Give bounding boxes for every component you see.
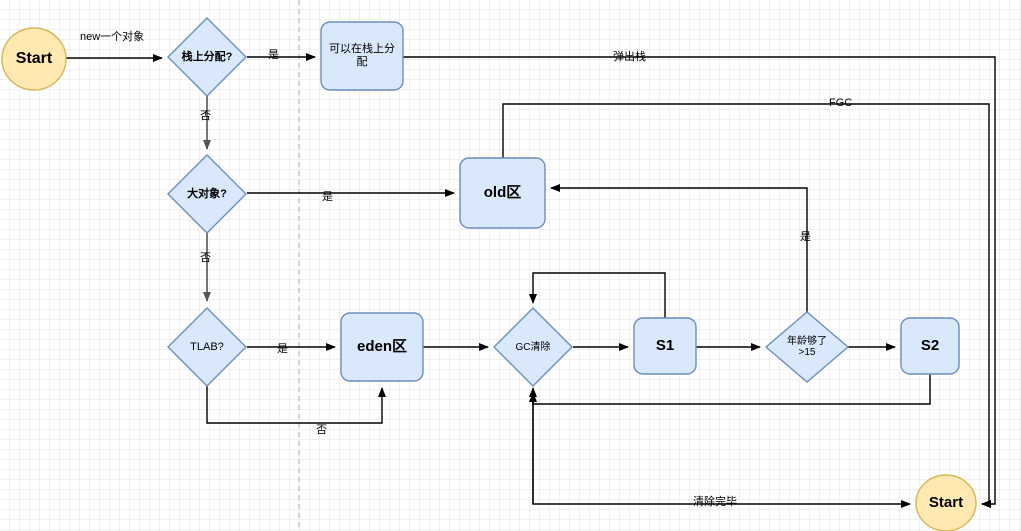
node-tlab-shape[interactable]	[167, 307, 247, 387]
edge-agecheck-yes	[550, 184, 808, 312]
node-s1-shape[interactable]	[633, 317, 697, 375]
node-start-left-shape[interactable]	[1, 27, 67, 91]
edge-label-new-object: new一个对象	[80, 31, 145, 43]
edge-fgc	[502, 103, 991, 508]
node-eden-area-shape[interactable]	[340, 312, 424, 382]
edge-s2-back-to-gc	[529, 374, 931, 405]
node-can-stack-shape[interactable]	[320, 21, 404, 91]
node-age-check-shape[interactable]	[764, 311, 850, 383]
node-old-area-shape[interactable]	[459, 157, 546, 229]
node-big-object-shape[interactable]	[167, 154, 247, 234]
edge-label-tlab-no: 否	[316, 424, 327, 436]
edge-s1-back-to-gc	[529, 272, 666, 318]
edge-label-stack-yes: 是	[268, 49, 279, 61]
node-start-right-shape[interactable]	[915, 474, 977, 531]
edge-label-age-yes: 是	[800, 231, 811, 243]
node-stack-alloc-shape[interactable]	[167, 17, 247, 97]
edge-label-stack-no: 否	[200, 110, 211, 122]
node-s2-shape[interactable]	[900, 317, 960, 375]
edge-label-bigobject-no: 否	[200, 252, 211, 264]
edge-label-fgc: FGC	[829, 97, 853, 109]
edge-label-tlab-yes: 是	[277, 343, 288, 355]
edge-clean-done	[532, 393, 911, 508]
edge-label-clean-done: 清除完毕	[693, 496, 737, 508]
edge-label-pop-stack: 弹出栈	[613, 51, 646, 63]
edge-label-bigobject-yes: 是	[322, 191, 333, 203]
edge-tlab-no	[206, 386, 386, 424]
edge-popstack	[403, 56, 996, 508]
node-gc-clean-shape[interactable]	[493, 307, 573, 387]
